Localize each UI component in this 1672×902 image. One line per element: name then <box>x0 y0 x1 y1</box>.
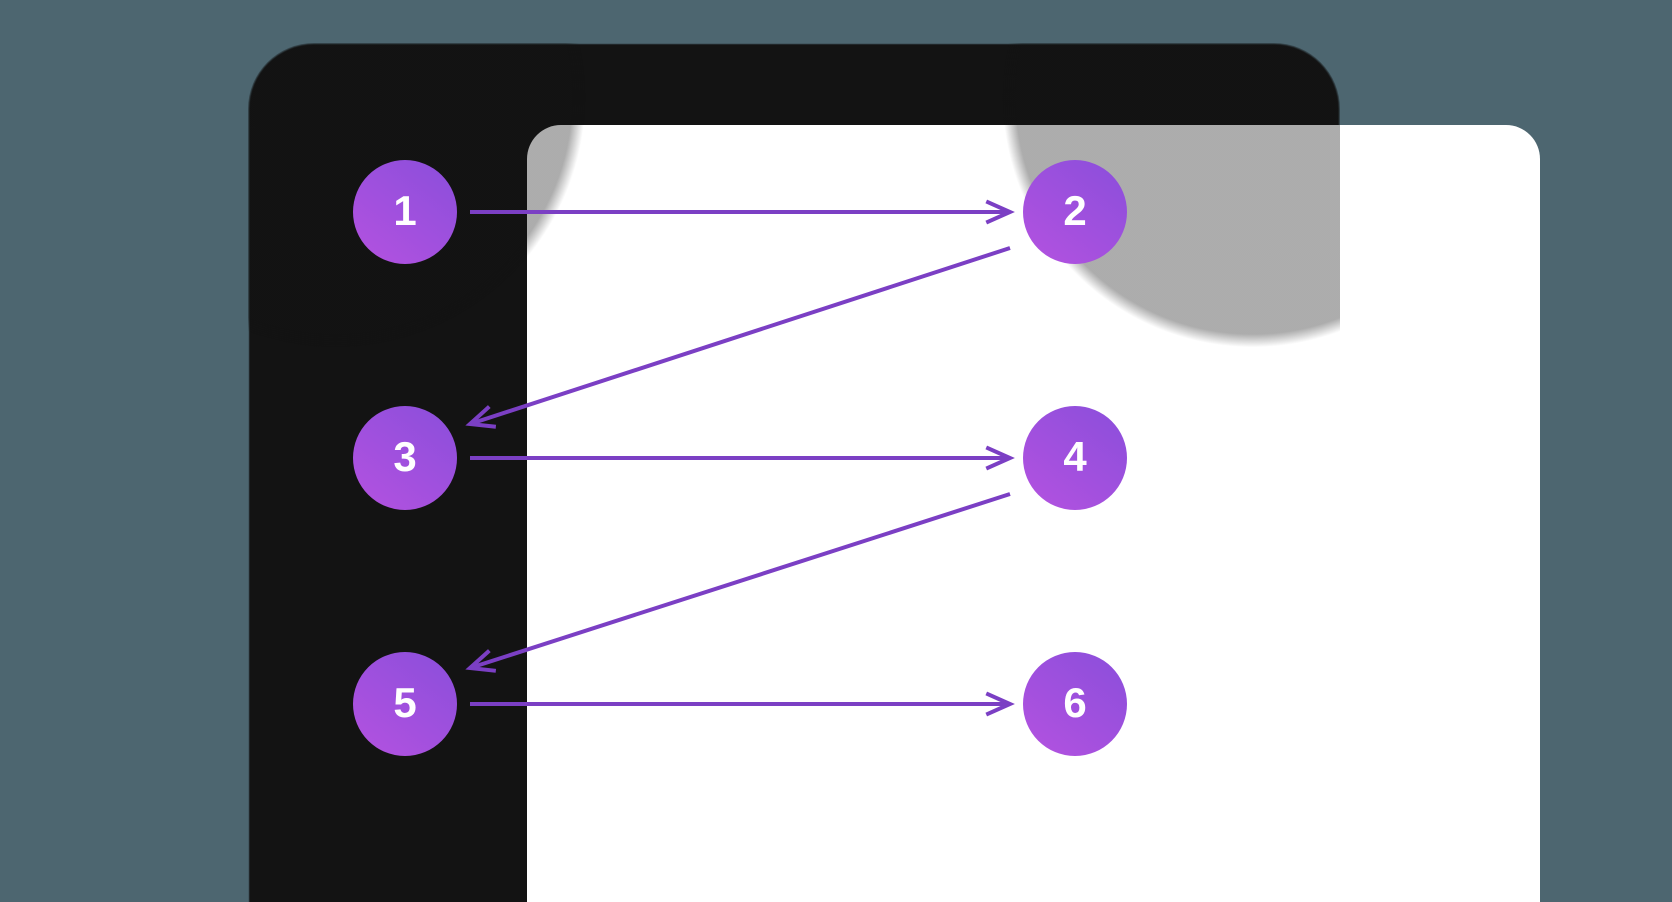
node-label-3: 3 <box>393 433 417 480</box>
node-circle-5[interactable]: 5 <box>353 652 457 756</box>
node-circle-3[interactable]: 3 <box>353 406 457 510</box>
node-label-6: 6 <box>1063 679 1087 726</box>
node-label-2: 2 <box>1063 187 1087 234</box>
node-label-4: 4 <box>1063 433 1087 480</box>
node-circle-6[interactable]: 6 <box>1023 652 1127 756</box>
node-circle-4[interactable]: 4 <box>1023 406 1127 510</box>
node-circle-2[interactable]: 2 <box>1023 160 1127 264</box>
node-circle-1[interactable]: 1 <box>353 160 457 264</box>
node-label-1: 1 <box>393 187 417 234</box>
node-label-5: 5 <box>393 679 417 726</box>
